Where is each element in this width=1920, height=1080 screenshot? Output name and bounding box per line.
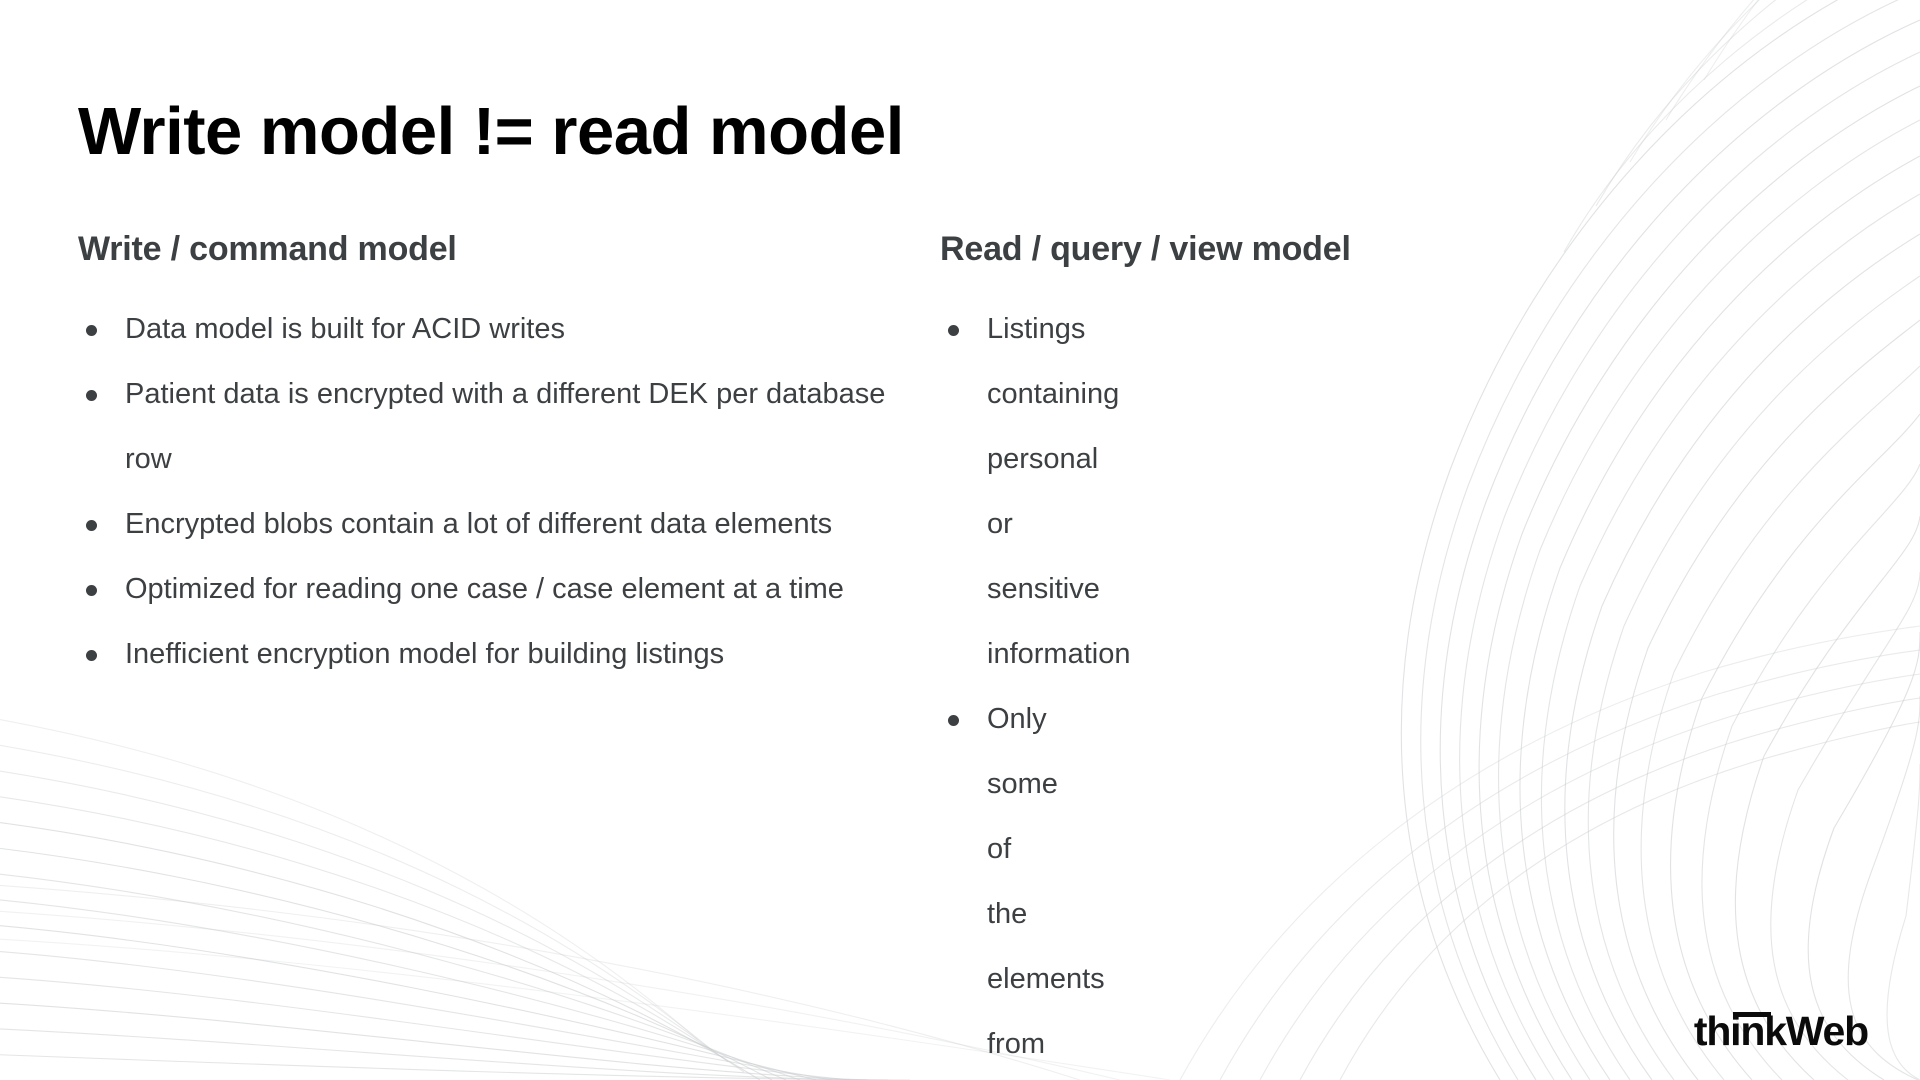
bullet-dot-icon <box>86 519 97 531</box>
column-write-command-model: Write / command model Data model is buil… <box>0 228 940 1080</box>
bullet-dot-icon <box>86 584 97 596</box>
list-item: Only some of the elements from each enti… <box>940 687 1105 1080</box>
bullet-dot-icon <box>86 389 97 401</box>
list-item: Inefficient encryption model for buildin… <box>78 622 910 687</box>
column-heading-right: Read / query / view model <box>940 230 1351 268</box>
list-item: Encrypted blobs contain a lot of differe… <box>78 492 910 557</box>
list-item: Listings containing personal or sensitiv… <box>940 297 1130 687</box>
thinkweb-logo-text: thinkWeb <box>1693 1008 1869 1054</box>
thinkweb-logo: thinkWeb <box>1693 1008 1869 1054</box>
bullet-dot-icon <box>86 324 97 336</box>
bullet-dot-icon <box>86 649 97 661</box>
bullet-dot-icon <box>948 714 959 726</box>
list-item-text: Inefficient encryption model for buildin… <box>125 637 725 670</box>
list-item: Data model is built for ACID writes <box>78 297 910 362</box>
list-item-text: Encrypted blobs contain a lot of differe… <box>125 507 833 540</box>
column-read-query-view-model: Read / query / view model Listings conta… <box>15 228 1351 1080</box>
list-item-text: Only some of the elements from each enti… <box>987 702 1105 1060</box>
bullet-dot-icon <box>948 324 959 336</box>
list-item: Patient data is encrypted with a differe… <box>78 362 910 492</box>
page-title: Write model != read model <box>78 93 904 169</box>
bullet-list-left: Data model is built for ACID writes Pati… <box>78 297 910 687</box>
list-item-text: Optimized for reading one case / case el… <box>125 572 844 605</box>
list-item-text: Listings containing personal or sensitiv… <box>987 312 1131 670</box>
thinkweb-logo-overbar-icon <box>1732 1012 1771 1017</box>
bullet-list-right: Listings containing personal or sensitiv… <box>940 297 1130 1080</box>
list-item: Optimized for reading one case / case el… <box>78 557 910 622</box>
column-heading-left: Write / command model <box>78 230 457 268</box>
list-item-text: Patient data is encrypted with a differe… <box>125 377 886 475</box>
two-column-body: Write / command model Data model is buil… <box>0 228 1920 1080</box>
list-item-text: Data model is built for ACID writes <box>125 312 565 345</box>
